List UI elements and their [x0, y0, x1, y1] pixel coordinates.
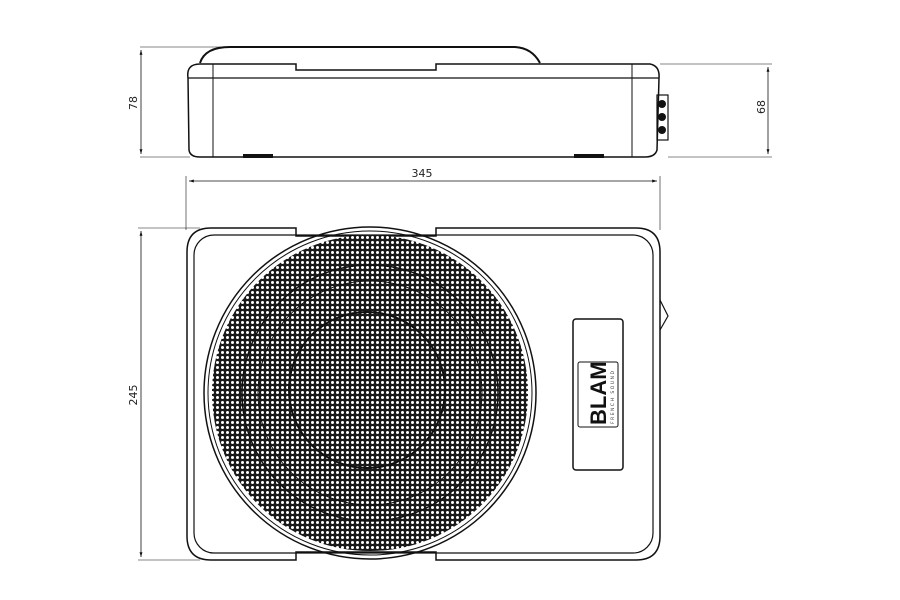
dimension-68: 68	[660, 63, 772, 158]
dimension-label-68: 68	[755, 100, 768, 114]
dimension-78: 78	[127, 46, 230, 158]
dimension-label-245: 245	[127, 385, 140, 406]
dimension-245: 245	[127, 227, 200, 561]
top-view: BLAM FRENCH SOUND	[186, 226, 669, 561]
logo-plate: BLAM FRENCH SOUND	[572, 318, 624, 471]
connector-terminals	[656, 94, 669, 141]
brand-tagline: FRENCH SOUND	[610, 370, 616, 424]
side-view	[187, 46, 669, 158]
dimension-345: 345	[185, 167, 661, 230]
speaker-grille	[203, 226, 537, 560]
dimension-label-78: 78	[127, 96, 140, 110]
dimension-label-345: 345	[412, 167, 433, 180]
brand-logo: BLAM	[586, 361, 611, 425]
